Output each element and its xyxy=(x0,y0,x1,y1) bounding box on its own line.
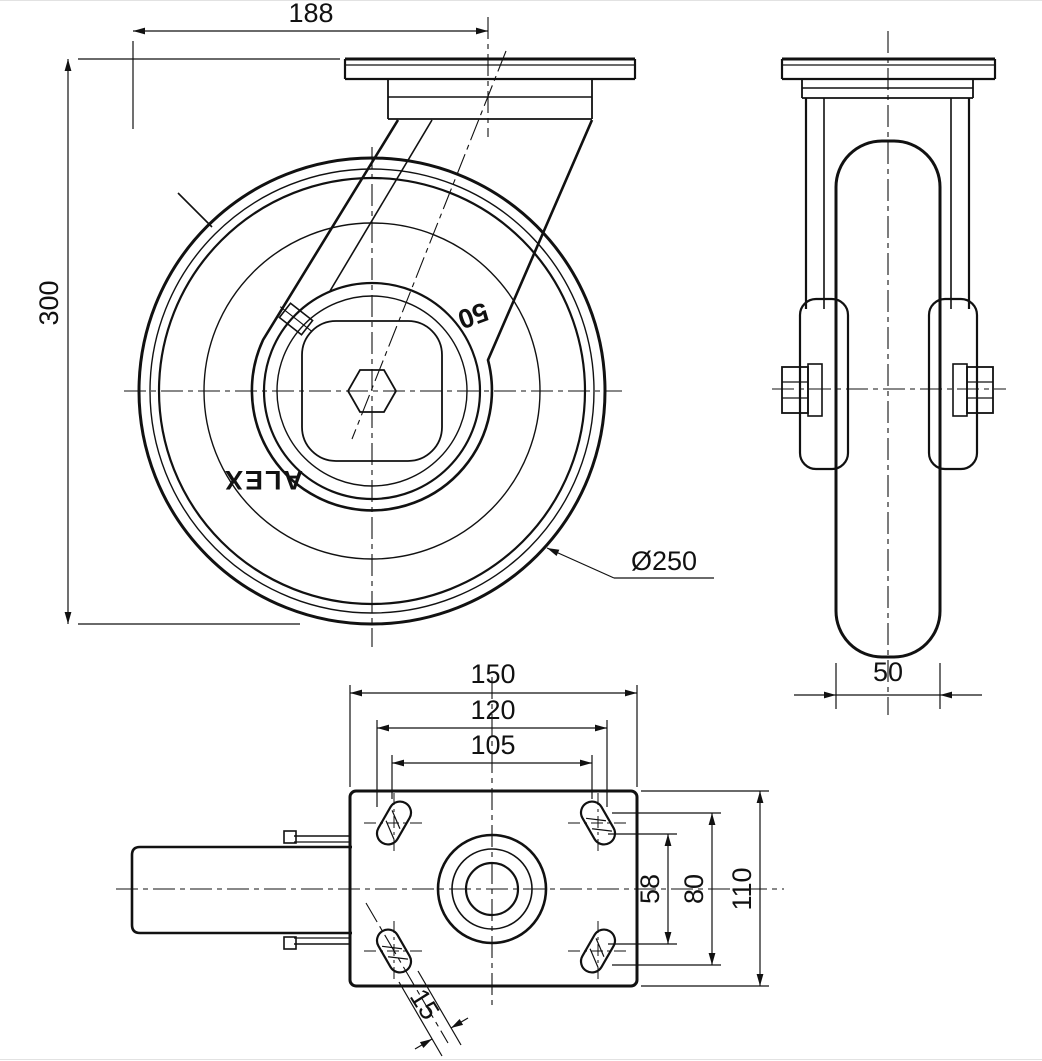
dimension-slot-width: 15 xyxy=(398,970,469,1057)
dimension-holes-outer-height-label: 80 xyxy=(679,874,709,904)
wheel-brand-marking: ALEX xyxy=(223,465,303,495)
dimension-holes-inner-width: 105 xyxy=(391,730,593,799)
slot-axis-centerline xyxy=(365,902,449,1044)
hub-outer-circle xyxy=(262,281,482,501)
leader-line xyxy=(546,547,615,579)
rim-chamfer-tick xyxy=(177,192,213,228)
dimension-plate-width-label: 150 xyxy=(470,659,515,689)
dimension-line xyxy=(450,1017,469,1029)
axle-nut-right xyxy=(952,363,994,417)
slot-hatch xyxy=(388,956,408,960)
mounting-plate xyxy=(348,789,639,988)
bolt-slot-bottom-right xyxy=(579,928,617,974)
fork-inner-edge xyxy=(329,119,433,292)
swivel-fork-outline xyxy=(250,119,594,512)
slot-hatch xyxy=(385,820,395,840)
dimension-offset: 188 xyxy=(132,1,488,129)
fork-axis-centerline xyxy=(351,50,507,440)
dimension-height-label: 300 xyxy=(34,280,64,325)
dimension-holes-outer-height: 80 xyxy=(612,812,721,966)
dimension-offset-label: 188 xyxy=(288,1,333,28)
grease-fitting xyxy=(278,302,314,336)
washer xyxy=(952,363,968,417)
slot-hatch xyxy=(592,828,612,832)
slot-outline xyxy=(375,928,413,974)
slot-outline xyxy=(375,800,413,846)
bolt-slot-bottom-left xyxy=(375,928,413,974)
dimension-holes-inner-width-label: 105 xyxy=(470,730,515,760)
axle-end-bolt xyxy=(283,830,297,844)
dimension-line xyxy=(414,1038,433,1050)
slot-hatch xyxy=(595,938,605,957)
hub-inner-circle xyxy=(276,295,468,487)
dimension-plate-height-label: 110 xyxy=(727,867,757,910)
side-view: 50 xyxy=(772,31,1006,715)
kingpin-boss-mid xyxy=(451,848,533,930)
axle-nut-left xyxy=(781,363,823,417)
washer xyxy=(807,363,823,417)
axle-end-bolt xyxy=(283,936,297,950)
rim-circle xyxy=(157,176,587,606)
extension-line xyxy=(417,970,462,1046)
dimension-wheel-width: 50 xyxy=(794,657,982,709)
hex-nut xyxy=(781,366,809,414)
bolt-slot-top-right xyxy=(579,800,617,846)
hex-nut xyxy=(966,366,994,414)
wheel-top-view xyxy=(130,845,352,935)
wheel-side-profile xyxy=(834,139,942,659)
axle-hex-nut xyxy=(346,369,398,413)
dimension-diameter: Ø250 xyxy=(546,546,714,579)
tire-edge-circle xyxy=(149,168,595,614)
dimension-holes-inner-height-label: 58 xyxy=(635,874,665,904)
slot-hatch xyxy=(391,810,401,829)
kingpin-bore xyxy=(464,861,520,917)
slot-hatch xyxy=(586,817,606,822)
dimension-holes-inner-height: 58 xyxy=(608,833,677,945)
dimension-slot-width-label: 15 xyxy=(404,984,445,1025)
slot-outline xyxy=(579,928,617,974)
bolt-slot-top-left xyxy=(375,800,413,846)
wheel-outer-circle xyxy=(137,156,607,626)
dimension-holes-outer-width: 120 xyxy=(376,695,608,807)
extension-line xyxy=(398,981,443,1057)
dimension-holes-outer-width-label: 120 xyxy=(470,695,515,725)
hub-boss-square xyxy=(301,320,443,462)
slot-center-crosses xyxy=(364,793,628,981)
plate-view: 150 120 105 58 80 xyxy=(116,659,784,1057)
front-view: ALEX 50 188 300 Ø250 xyxy=(34,1,714,647)
slot-outline xyxy=(579,800,617,846)
dimension-diameter-label: Ø250 xyxy=(631,546,697,576)
fork-leg-right-plate xyxy=(927,297,979,471)
kingpin-boss-outer xyxy=(436,833,548,945)
fork-leg-left-plate xyxy=(798,297,850,471)
tread-inner-circle xyxy=(203,222,541,560)
dimension-wheel-width-label: 50 xyxy=(873,657,903,687)
dimension-height: 300 xyxy=(34,58,340,625)
grease-fitting-axis xyxy=(279,306,313,332)
dimension-plate-width: 150 xyxy=(349,659,638,787)
slot-hatch xyxy=(589,948,599,968)
slot-hatch xyxy=(382,945,402,950)
dimension-plate-height: 110 xyxy=(641,790,769,987)
